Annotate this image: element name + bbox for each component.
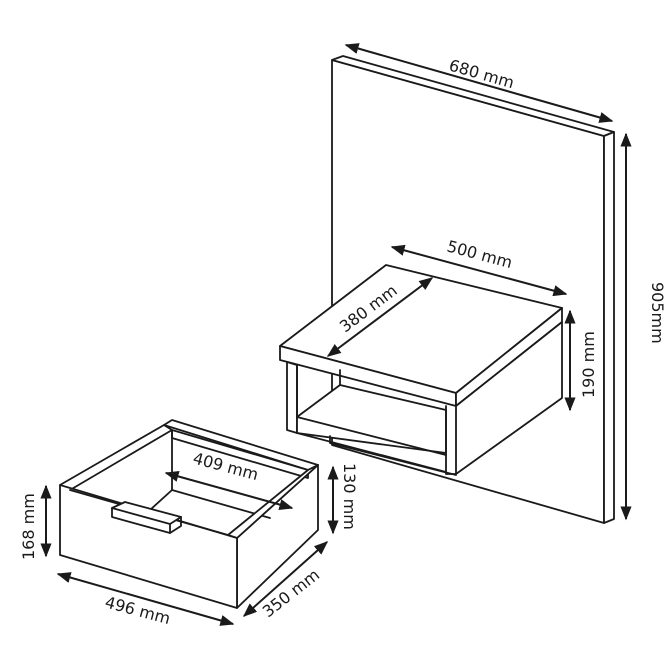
label-panel-height: 905mm (648, 282, 667, 344)
dim-line-drawer-inner-width (164, 470, 294, 511)
dimension-lines (40, 43, 632, 626)
wall-shelf (279, 264, 563, 476)
dim-line-shelf-depth (326, 277, 434, 357)
dim-line-shelf-width (390, 244, 568, 297)
shelf-left-panel (286, 361, 298, 434)
label-shelf-height: 190 mm (579, 331, 598, 398)
dim-line-panel-width (344, 43, 614, 123)
drawer-left-side-top (59, 424, 173, 491)
wall-panel-side-edge (603, 131, 615, 524)
dim-line-drawer-width (56, 572, 235, 626)
label-panel-width: 680 mm (447, 56, 516, 93)
shelf-right-panel (455, 321, 563, 475)
label-drawer-inner-height: 130 mm (340, 463, 359, 530)
label-drawer-width: 496 mm (103, 593, 172, 629)
drawer-front (59, 484, 238, 609)
label-drawer-front-height: 168 mm (19, 493, 38, 560)
drawer (59, 419, 319, 609)
dim-line-drawer-depth (242, 541, 329, 617)
